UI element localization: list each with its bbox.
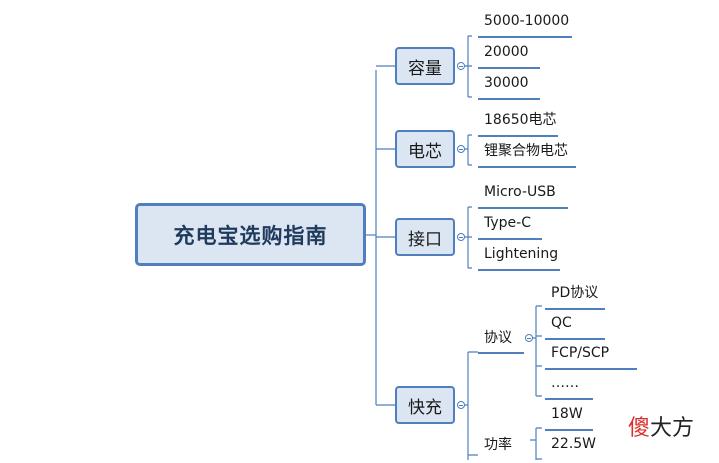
root-label: 充电宝选购指南 (173, 223, 328, 248)
leaf-item[interactable]: Micro-USB (478, 183, 568, 209)
leaf-underline (545, 429, 593, 431)
leaf-item[interactable]: 30000 (478, 74, 540, 100)
subgroup-protocol[interactable]: 协议 (478, 329, 524, 354)
subgroup-power[interactable]: 功率 (484, 437, 512, 453)
leaf-item[interactable]: 22.5W (551, 436, 597, 452)
collapse-icon[interactable] (525, 334, 533, 342)
connector-protocol-leaves (530, 305, 542, 397)
leaf-underline (478, 67, 540, 69)
connector-capacity-leaves (462, 35, 472, 98)
leaf-item[interactable]: QC (545, 314, 605, 340)
category-label: 容量 (408, 58, 442, 79)
leaf-item[interactable]: 5000-10000 (478, 12, 572, 38)
subgroup-underline (478, 352, 524, 354)
collapse-icon[interactable] (457, 233, 465, 241)
leaf-underline (478, 36, 572, 38)
leaf-item[interactable]: 锂聚合物电芯 (478, 142, 576, 168)
category-label: 电芯 (408, 141, 442, 162)
leaf-underline (545, 338, 605, 340)
connector-fast-subs (462, 351, 478, 460)
collapse-icon[interactable] (457, 62, 465, 70)
leaf-underline (478, 135, 558, 137)
category-port[interactable]: 接口 (395, 218, 455, 256)
leaf-underline (545, 368, 637, 370)
category-fast-charge[interactable]: 快充 (395, 386, 455, 424)
connector-cell-leaves (462, 134, 472, 166)
category-label: 快充 (408, 397, 442, 418)
collapse-icon[interactable] (457, 145, 465, 153)
leaf-item[interactable]: Type-C (478, 214, 542, 240)
category-cell[interactable]: 电芯 (395, 130, 455, 168)
leaf-underline (545, 308, 605, 310)
root-node[interactable]: 充电宝选购指南 (135, 203, 366, 266)
watermark-logo: 傻大方 (628, 416, 695, 441)
leaf-underline (545, 398, 593, 400)
leaf-underline (478, 207, 568, 209)
category-label: 接口 (408, 229, 442, 250)
leaf-item[interactable]: 18W (545, 405, 593, 431)
leaf-item[interactable]: FCP/SCP (545, 344, 637, 370)
connector-power-leaves (530, 427, 542, 460)
connector-port-leaves (462, 206, 472, 269)
leaf-item[interactable]: …… (545, 374, 593, 400)
leaf-underline (478, 238, 542, 240)
leaf-underline (478, 98, 540, 100)
leaf-item[interactable]: PD协议 (545, 284, 605, 310)
collapse-icon[interactable] (457, 401, 465, 409)
leaf-underline (478, 166, 576, 168)
leaf-underline (478, 269, 560, 271)
leaf-item[interactable]: Lightening (478, 245, 560, 271)
leaf-item[interactable]: 20000 (478, 43, 540, 69)
leaf-item[interactable]: 18650电芯 (478, 111, 558, 137)
category-capacity[interactable]: 容量 (395, 47, 455, 85)
